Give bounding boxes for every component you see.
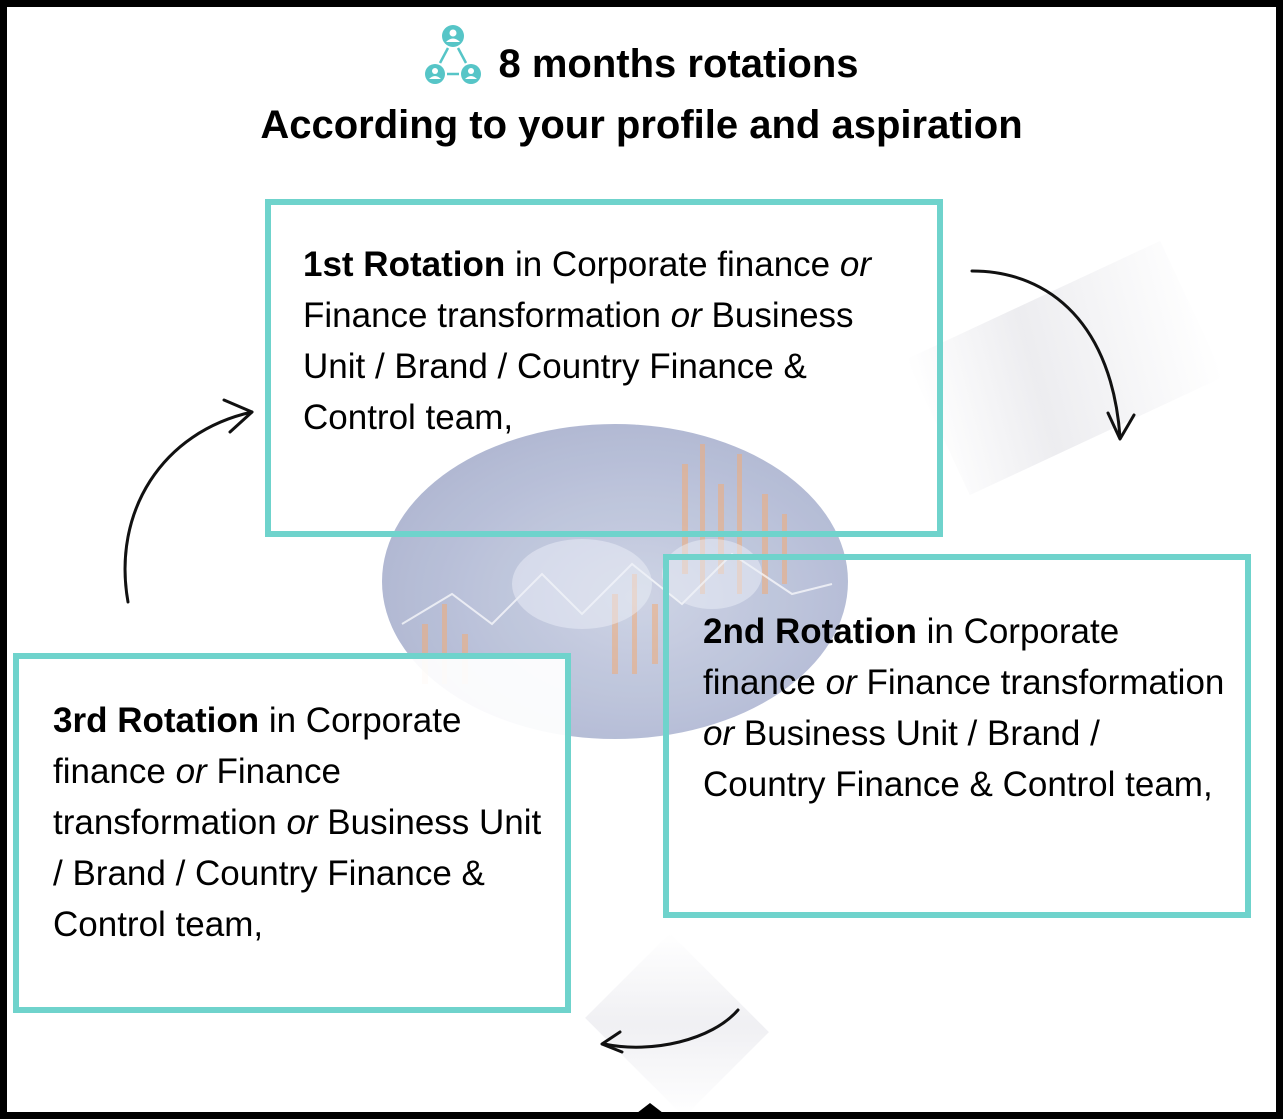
rotation-1-text: 1st Rotation in Corporate finance or Fin…: [303, 245, 871, 437]
rotation-box-2: 2nd Rotation in Corporate finance or Fin…: [663, 554, 1251, 918]
page-subtitle: According to your profile and aspiration: [260, 103, 1023, 147]
diagram-frame: 8 months rotations According to your pro…: [7, 7, 1276, 1112]
rotation-box-1: 1st Rotation in Corporate finance or Fin…: [265, 199, 943, 537]
page-title: 8 months rotations: [498, 42, 859, 86]
rotation-3-title: 3rd Rotation: [53, 701, 260, 740]
rotation-2-text: 2nd Rotation in Corporate finance or Fin…: [703, 612, 1225, 804]
arrow-2-to-3: [600, 1008, 740, 1054]
title-row: 8 months rotations: [7, 25, 1276, 93]
rotation-3-text: 3rd Rotation in Corporate finance or Fin…: [53, 701, 542, 944]
arrow-3-to-1: [123, 398, 254, 604]
rotation-box-3: 3rd Rotation in Corporate finance or Fin…: [13, 653, 571, 1013]
bottom-notch: [637, 1103, 663, 1112]
header: 8 months rotations According to your pro…: [7, 25, 1276, 153]
rotation-1-title: 1st Rotation: [303, 245, 506, 284]
people-network-icon: [425, 25, 482, 84]
arrow-1-to-2: [970, 269, 1136, 441]
rotation-2-title: 2nd Rotation: [703, 612, 917, 651]
